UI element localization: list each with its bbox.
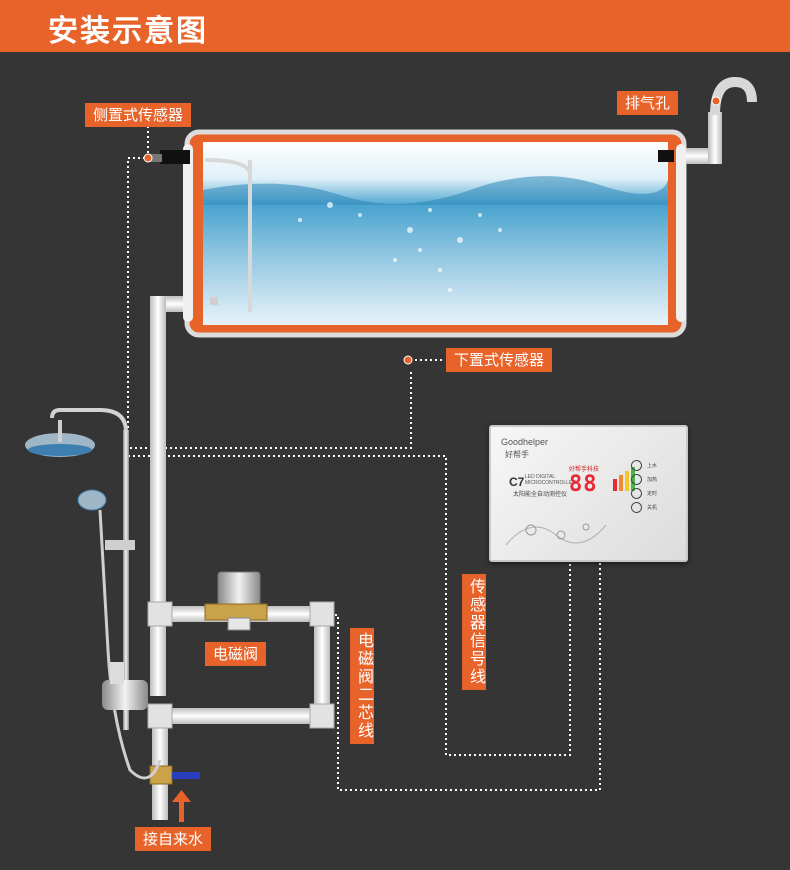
panel-button-3-label: 定时: [647, 491, 658, 497]
pointer-dots: [143, 96, 721, 365]
panel-button-3[interactable]: [631, 488, 642, 499]
solenoid-valve-label: 电磁阀: [205, 642, 267, 666]
vent-label: 排气孔: [617, 91, 679, 115]
model-number: C7: [509, 475, 525, 489]
sensor-wire-label: 传感器信号线: [462, 574, 486, 690]
panel-button-2-label: 加热: [647, 477, 658, 483]
display-title: 好帮手科技: [569, 466, 600, 473]
solenoid-valve-graphic: [204, 571, 268, 631]
panel-button-4[interactable]: [631, 502, 642, 513]
inlet-arrow: [172, 790, 191, 822]
solenoid-wire-label: 电磁阀二芯线: [350, 628, 374, 744]
panel-button-1[interactable]: [631, 460, 642, 471]
water-pipes: [147, 296, 335, 820]
model-sub-line1: LED DIGITAL: [525, 474, 556, 480]
controller-panel: Goodhelper 好帮手 C7 LED DIGITAL MICROCONTR…: [489, 425, 688, 562]
water-tank: [150, 129, 687, 338]
page-title: 安装示意图: [48, 14, 208, 49]
panel-button-1-label: 上水: [647, 463, 658, 469]
led-display: 88: [569, 472, 598, 497]
bottom-sensor-label: 下置式传感器: [446, 348, 553, 372]
model-subtitle: LED DIGITAL MICROCONTROLLER: [525, 474, 576, 486]
brand-name-cn: 好帮手: [505, 450, 529, 459]
model-description: 太阳能全自动测控仪: [513, 491, 568, 498]
header-bar: 安装示意图: [0, 0, 790, 52]
shower-set: [25, 408, 162, 780]
water-inlet-label: 接自来水: [135, 827, 212, 851]
brand-name: Goodhelper: [501, 437, 549, 447]
floral-decoration: [505, 523, 607, 546]
model-sub-line2: MICROCONTROLLER: [525, 480, 576, 486]
panel-button-2[interactable]: [631, 474, 642, 485]
side-sensor-label: 侧置式传感器: [85, 103, 192, 127]
panel-button-4-label: 关机: [647, 505, 658, 511]
